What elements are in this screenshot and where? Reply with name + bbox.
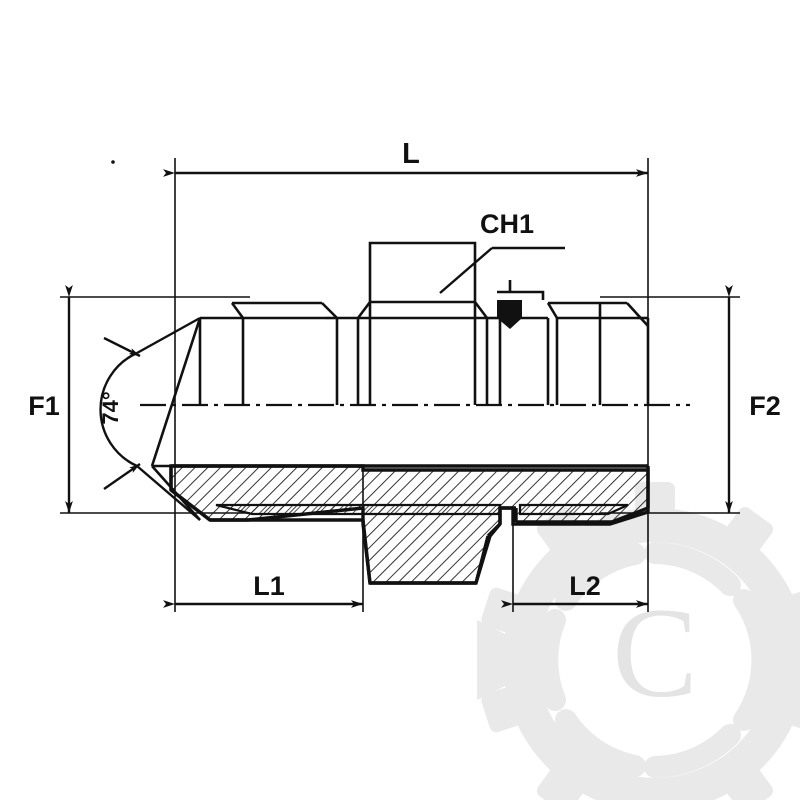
dimension-L-label: L <box>402 138 420 170</box>
thread-root-bands <box>215 503 629 516</box>
dimension-flare-angle: 74° <box>98 316 201 521</box>
chamfer-marker-icon <box>497 280 545 329</box>
part-section-body <box>151 464 650 585</box>
dimension-CH1: CH1 <box>439 209 565 294</box>
dimension-F1: F1 <box>28 285 73 513</box>
dimension-F1-label: F1 <box>28 391 60 421</box>
dimension-F2: F2 <box>725 285 781 513</box>
angle-arrow-upper <box>103 336 141 358</box>
angle-value-label: 74° <box>98 391 123 424</box>
dimension-F2-label: F2 <box>749 391 781 421</box>
angle-leader-lower <box>136 465 201 521</box>
angle-leader-upper <box>136 316 201 355</box>
dimension-L: L <box>163 138 648 177</box>
dimension-L2: L2 <box>501 571 648 608</box>
dimension-CH1-leader <box>439 247 493 294</box>
angle-arc <box>99 351 138 468</box>
stray-dot-artifact <box>111 160 115 164</box>
dimension-L1: L1 <box>163 571 363 608</box>
dimension-L2-label: L2 <box>569 571 601 601</box>
dimension-L1-label: L1 <box>253 571 285 601</box>
part-upper-profile <box>150 241 650 467</box>
dimension-CH1-label: CH1 <box>480 209 534 239</box>
angle-arrow-lower <box>103 463 141 490</box>
watermark-gear-logo: C <box>477 482 800 800</box>
